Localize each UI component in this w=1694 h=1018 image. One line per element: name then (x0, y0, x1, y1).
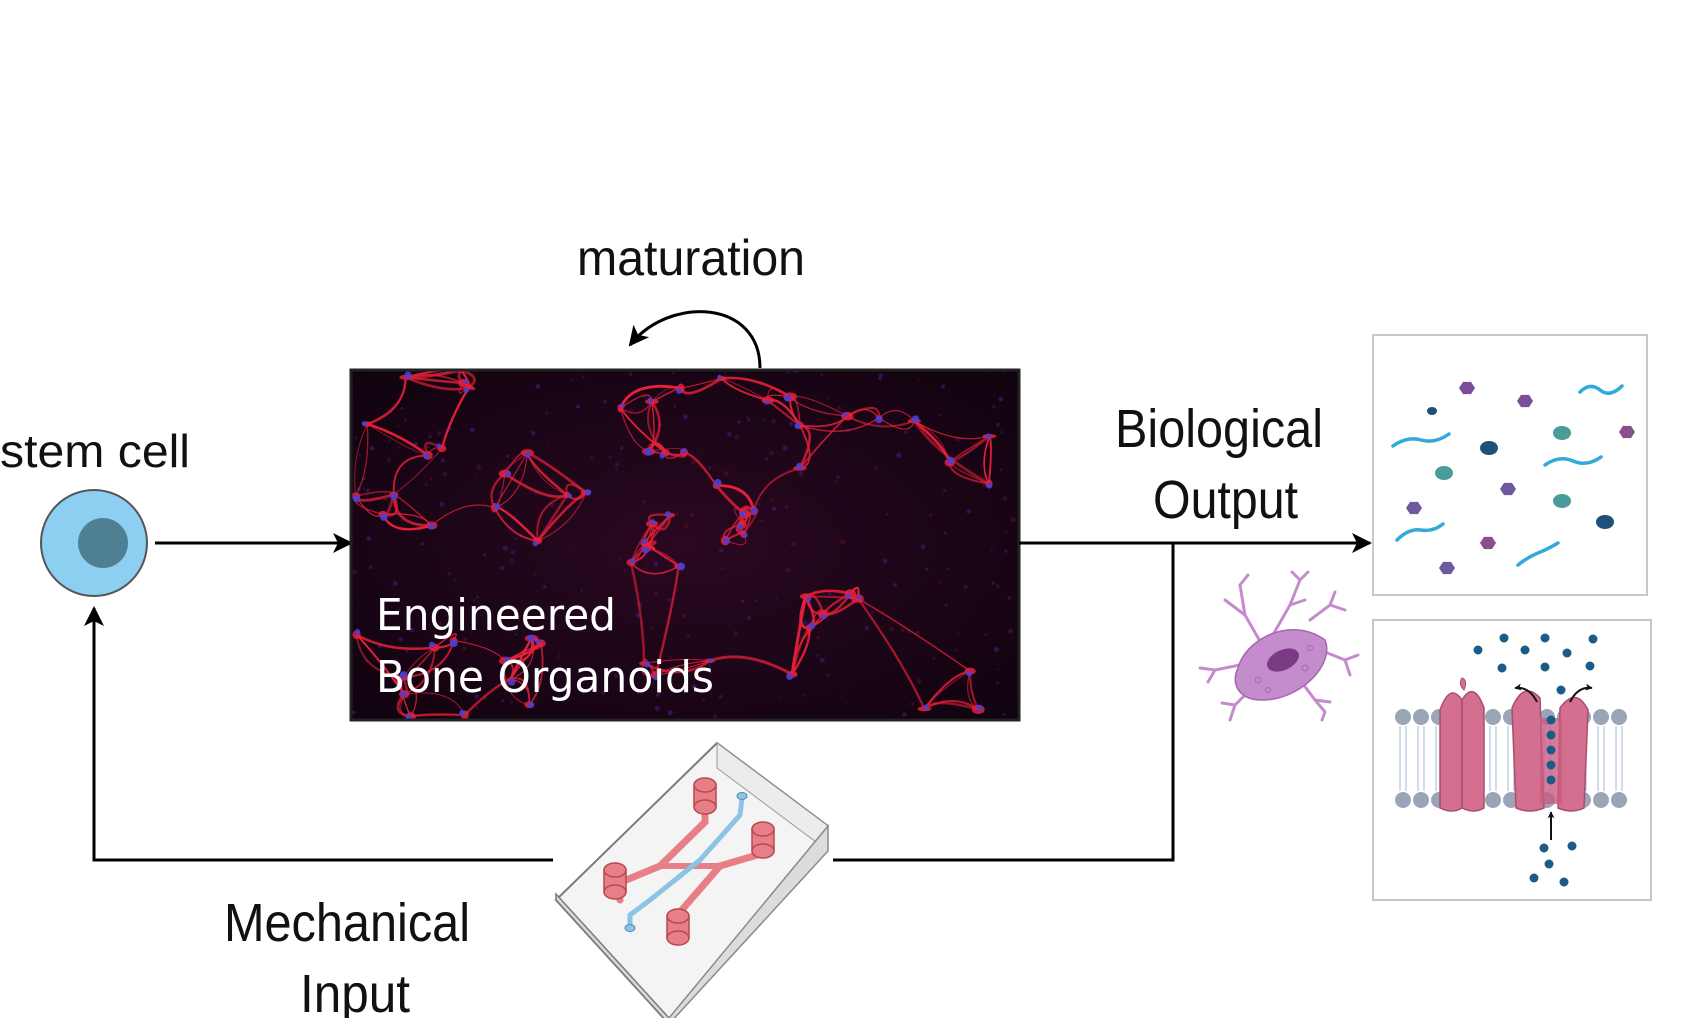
maturation-label: maturation (577, 230, 805, 286)
mechanical-input-label-line2: Input (300, 964, 410, 1018)
feedback-arrow-left (84, 606, 553, 862)
organoid-label-line2: Bone Organoids (376, 652, 714, 703)
mechanical-input-label-line1: Mechanical (224, 893, 470, 953)
organoid-label-line1: Engineered (376, 590, 616, 641)
biological-output-label-line2: Output (1153, 470, 1298, 530)
osteocyte-icon (1198, 570, 1360, 722)
membrane-ion-channel-panel (1372, 619, 1652, 901)
maturation-loop-arrow (628, 310, 762, 369)
biological-output-label-line1: Biological (1115, 399, 1323, 459)
organ-on-chip-icon (554, 741, 830, 1018)
secreted-molecules-panel (1372, 334, 1648, 596)
organoid-image (349, 368, 1021, 722)
stem-cell-icon (40, 489, 148, 597)
stem-cell-label: stem cell (0, 425, 190, 477)
feedback-line-right (833, 543, 1175, 862)
